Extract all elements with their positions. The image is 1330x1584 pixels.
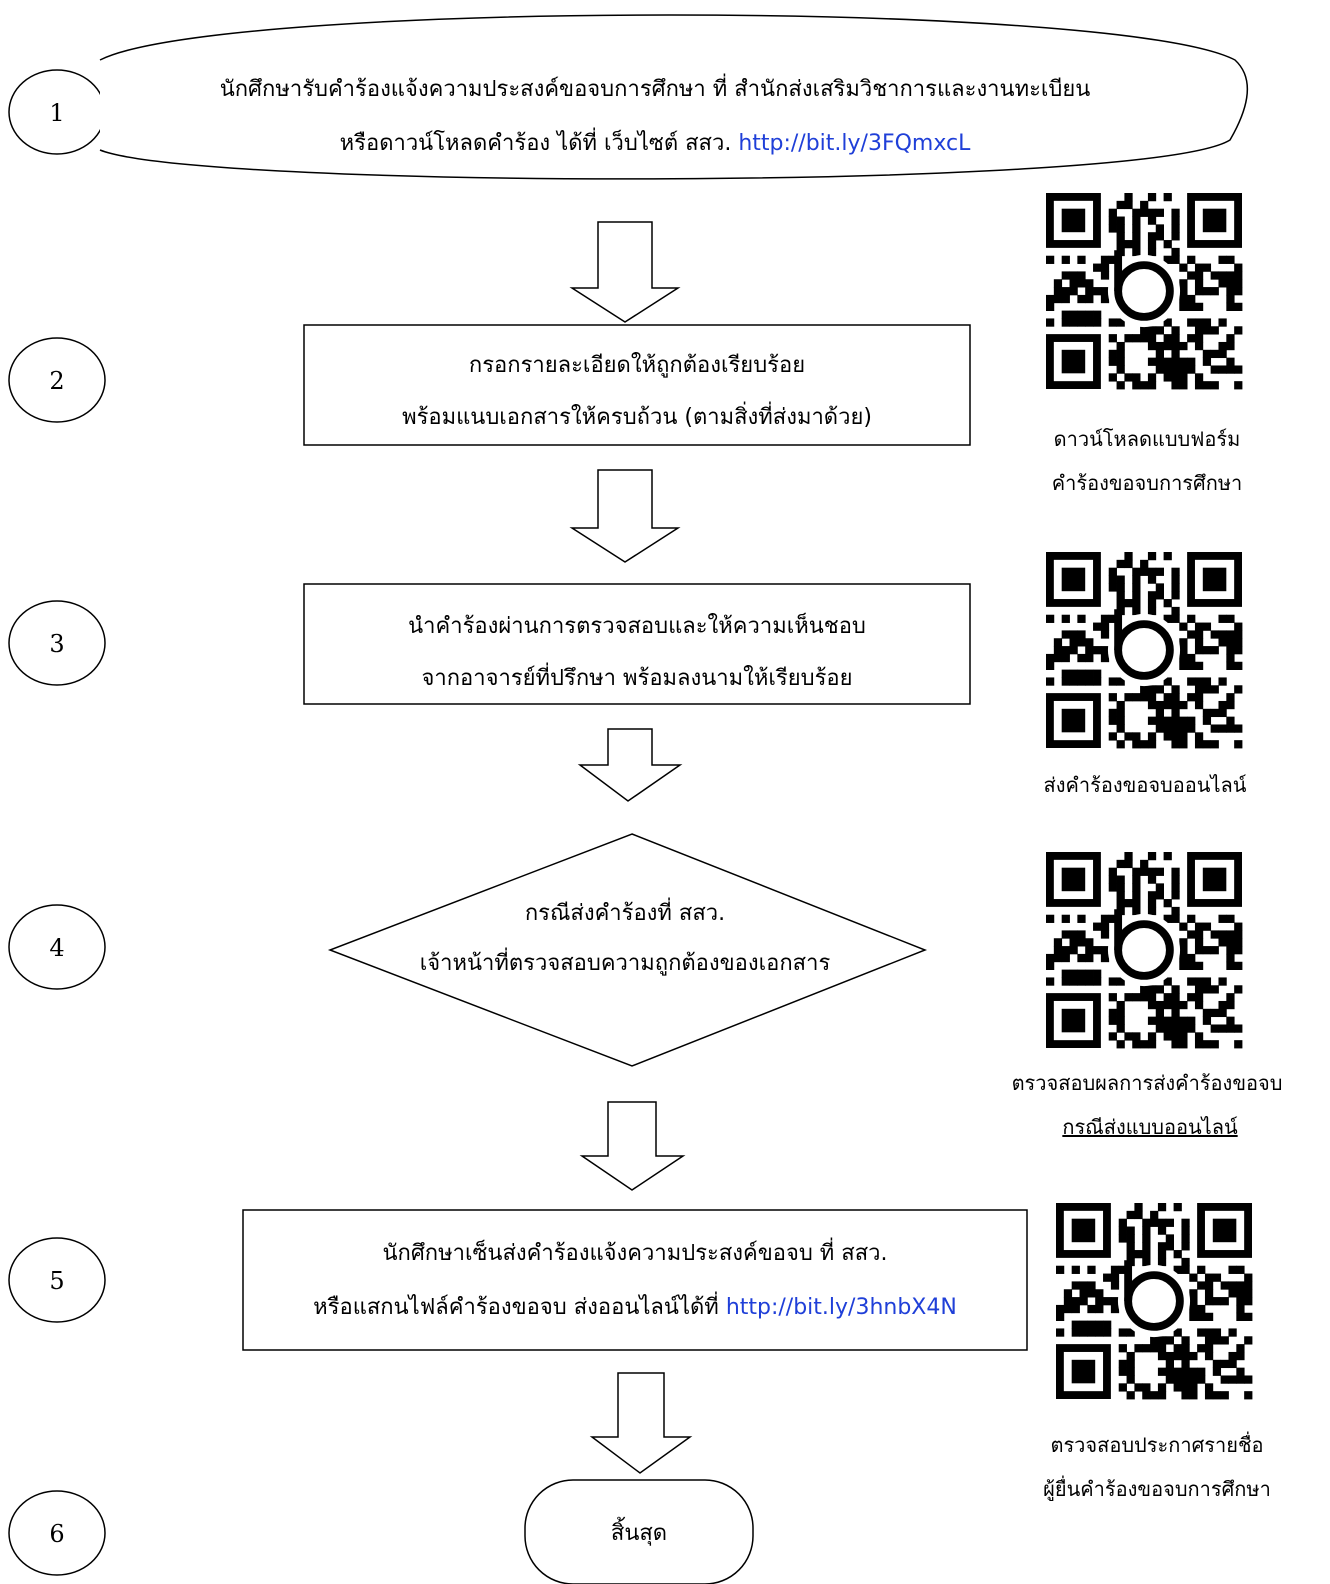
qr-caption-check-result-line1: ตรวจสอบผลการส่งคำร้องขอจบ — [1012, 1071, 1283, 1095]
end-label: สิ้นสุด — [611, 1517, 667, 1546]
step-number-2: 2 — [8, 337, 106, 423]
qr-code-bitly-icon — [1056, 1203, 1253, 1400]
process-box-line2: พร้อมแนบเอกสารให้ครบถ้วน (ตามสิ่งที่ส่งม… — [402, 401, 872, 430]
step-number-1: 1 — [8, 69, 106, 155]
step-number-label: 6 — [49, 1520, 64, 1548]
process-box-advisor-approval: นำคำร้องผ่านการตรวจสอบและให้ความเห็นชอบ … — [303, 583, 971, 705]
step-number-label: 5 — [49, 1267, 64, 1295]
start-node-line1: นักศึกษารับคำร้องแจ้งความประสงค์ขอจบการศ… — [220, 73, 1091, 102]
start-node: นักศึกษารับคำร้องแจ้งความประสงค์ขอจบการศ… — [99, 14, 1248, 180]
qr-caption-submit-online: ส่งคำร้องขอจบออนไลน์ — [1044, 773, 1247, 797]
start-node-line2-text: หรือดาวน์โหลดคำร้อง ได้ที่ เว็บไซต์ สสว. — [340, 127, 739, 156]
step-number-label: 4 — [49, 934, 64, 962]
process-box-line1: นักศึกษาเซ็นส่งคำร้องแจ้งความประสงค์ขอจบ… — [382, 1237, 887, 1266]
qr-code-bitly-icon — [1046, 852, 1243, 1049]
qr-caption-announcement-line2: ผู้ยื่นคำร้องขอจบการศึกษา — [1043, 1475, 1271, 1502]
qr-caption-download-form-line2: คำร้องขอจบการศึกษา — [1052, 471, 1243, 495]
arrow-down-icon — [569, 469, 681, 563]
qr-code-bitly-icon — [1046, 552, 1243, 749]
qr-caption-announcement-line1: ตรวจสอบประกาศรายชื่อ — [1050, 1431, 1263, 1457]
submit-online-link[interactable]: http://bit.ly/3hnbX4N — [726, 1295, 957, 1320]
step-number-6: 6 — [8, 1490, 106, 1576]
process-box-line1: นำคำร้องผ่านการตรวจสอบและให้ความเห็นชอบ — [408, 611, 866, 639]
step-number-label: 2 — [49, 367, 64, 395]
end-terminator: สิ้นสุด — [524, 1479, 754, 1584]
arrow-down-icon — [579, 1101, 686, 1191]
step-number-4: 4 — [8, 904, 106, 990]
qr-code-bitly-icon — [1046, 193, 1243, 390]
arrow-down-icon — [569, 221, 681, 323]
arrow-down-icon — [589, 1372, 693, 1474]
start-node-line2: หรือดาวน์โหลดคำร้อง ได้ที่ เว็บไซต์ สสว.… — [340, 127, 971, 156]
process-box-line2: จากอาจารย์ที่ปรึกษา พร้อมลงนามให้เรียบร้… — [421, 662, 852, 691]
qr-caption-download-form-line1: ดาวน์โหลดแบบฟอร์ม — [1054, 427, 1241, 451]
decision-diamond: กรณีส่งคำร้องที่ สสว. เจ้าหน้าที่ตรวจสอบ… — [327, 833, 928, 1067]
step-number-3: 3 — [8, 600, 106, 686]
qr-caption-check-result-line2: กรณีส่งแบบออนไลน์ — [1062, 1115, 1238, 1139]
process-box-line2-text: หรือแสกนไฟล์คำร้องขอจบ ส่งออนไลน์ได้ที่ — [313, 1291, 726, 1320]
step-number-label: 3 — [49, 630, 64, 658]
step-number-label: 1 — [49, 99, 64, 127]
arrow-down-icon — [577, 728, 683, 802]
process-box-fill-form: กรอกรายละเอียดให้ถูกต้องเรียบร้อย พร้อมแ… — [303, 324, 971, 446]
process-box-submit: นักศึกษาเซ็นส่งคำร้องแจ้งความประสงค์ขอจบ… — [242, 1209, 1028, 1351]
process-box-line2: หรือแสกนไฟล์คำร้องขอจบ ส่งออนไลน์ได้ที่ … — [313, 1291, 957, 1320]
decision-line1: กรณีส่งคำร้องที่ สสว. — [525, 897, 725, 926]
decision-line2: เจ้าหน้าที่ตรวจสอบความถูกต้องของเอกสาร — [420, 947, 831, 976]
step-number-5: 5 — [8, 1237, 106, 1323]
download-link[interactable]: http://bit.ly/3FQmxcL — [738, 131, 971, 156]
process-box-line1: กรอกรายละเอียดให้ถูกต้องเรียบร้อย — [469, 352, 805, 378]
